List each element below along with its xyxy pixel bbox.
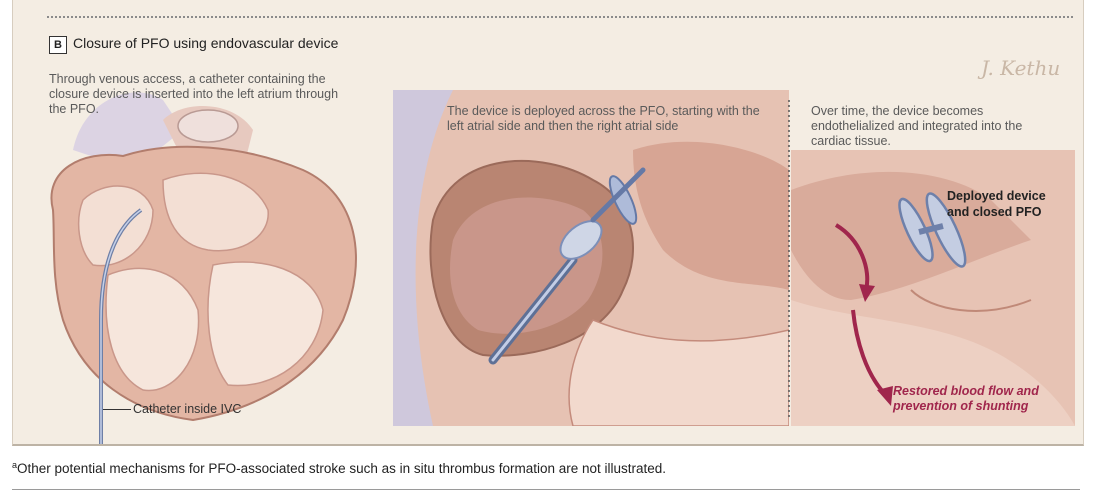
aortic-opening-shape xyxy=(177,109,239,143)
flow-arrowhead-shape xyxy=(877,386,893,406)
footnote-marker: a xyxy=(12,460,18,470)
right-atrium-shape xyxy=(162,172,269,252)
deployed-device-callout: Deployed device and closed PFO xyxy=(947,189,1046,219)
left-atrium-shape xyxy=(77,185,154,267)
device-waist-shape xyxy=(590,167,646,223)
artist-signature: J. Kethu xyxy=(981,56,1061,80)
figure-panel: B Closure of PFO using endovascular devi… xyxy=(12,0,1084,446)
chamber-interior-shape xyxy=(450,197,603,334)
device-deployment-illustration xyxy=(393,90,789,426)
ivc-catheter-label: Catheter inside IVC xyxy=(133,402,242,416)
panel-label: B xyxy=(49,36,67,54)
footnote: aOther potential mechanisms for PFO-asso… xyxy=(12,460,666,476)
healed-right-disc-shape xyxy=(925,192,967,268)
valve-tissue-shape xyxy=(791,300,1075,426)
healed-left-disc-shape xyxy=(898,197,934,263)
middle-view-caption: The device is deployed across the PFO, s… xyxy=(447,104,760,133)
footnote-text: Other potential mechanisms for PFO-assoc… xyxy=(17,461,667,476)
right-atrial-disc-shape xyxy=(608,175,638,225)
atrial-wall-shape xyxy=(393,90,453,426)
healed-device-waist-shape xyxy=(918,223,944,235)
right-atrium-chamber-shape xyxy=(633,141,789,290)
top-dotted-divider xyxy=(47,16,1073,18)
flow-arrow-upper-shape xyxy=(834,223,870,291)
left-ventricle-shape xyxy=(105,267,200,392)
bottom-divider xyxy=(12,489,1080,490)
left-view-caption: Through venous access, a catheter contai… xyxy=(49,72,339,116)
endothelialized-device-illustration xyxy=(791,150,1075,426)
restored-flow-callout: Restored blood flow and prevention of sh… xyxy=(893,384,1039,413)
right-view-caption: Over time, the device becomes endothelia… xyxy=(811,104,1023,148)
flow-arrow-lower-shape xyxy=(851,309,888,397)
left-atrial-disc-shape xyxy=(559,220,603,260)
panel-title: Closure of PFO using endovascular device xyxy=(73,35,339,51)
heart-cross-section-illustration xyxy=(13,60,393,444)
right-ventricle-shape xyxy=(207,261,324,387)
ivc-leader-line xyxy=(103,409,131,410)
dotted-panel-divider xyxy=(788,100,790,420)
